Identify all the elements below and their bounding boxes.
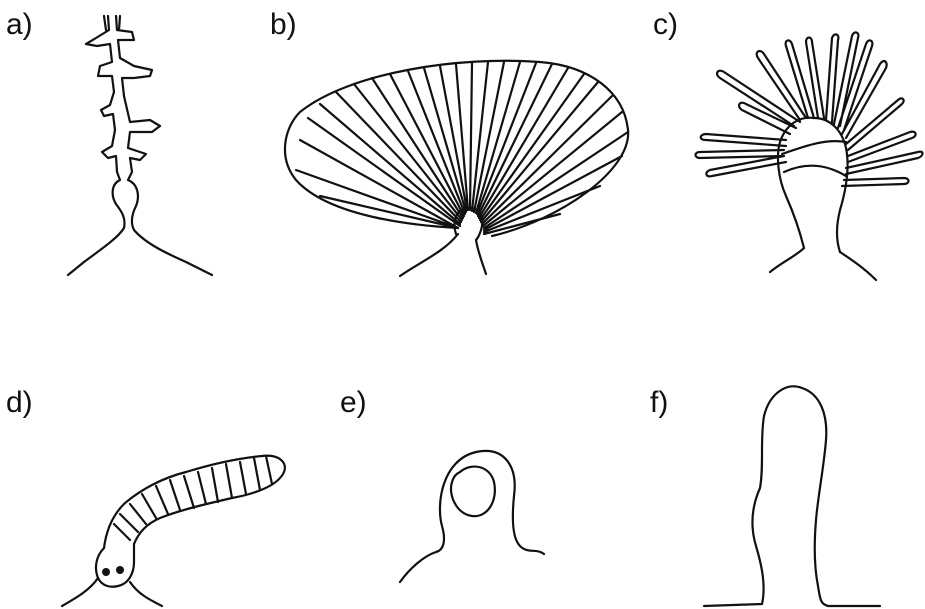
a-stem-right-outline: [116, 16, 212, 275]
d-dot-left: [102, 568, 110, 576]
drawing-c-tuft: [696, 32, 923, 280]
c-head-band: [782, 141, 846, 176]
c-foot: [770, 248, 876, 280]
f-outline: [704, 386, 880, 606]
b-fan-stalk: [400, 234, 486, 276]
d-body-rings: [114, 456, 272, 540]
drawing-b-fan: [285, 61, 628, 276]
d-dot-right: [116, 566, 124, 574]
drawing-d-segmented-worm: [62, 456, 285, 606]
drawing-e-knob: [400, 451, 544, 582]
a-stem-left-outline: [68, 16, 125, 275]
c-rays: [696, 32, 923, 186]
drawing-a-branched-stalk: [68, 16, 212, 275]
d-head-outline: [96, 544, 134, 587]
d-foot: [62, 578, 162, 606]
drawing-f-stalk: [704, 386, 880, 606]
d-body-outline: [104, 456, 285, 548]
c-head-outline: [778, 118, 848, 252]
e-inner-loop: [451, 467, 495, 517]
